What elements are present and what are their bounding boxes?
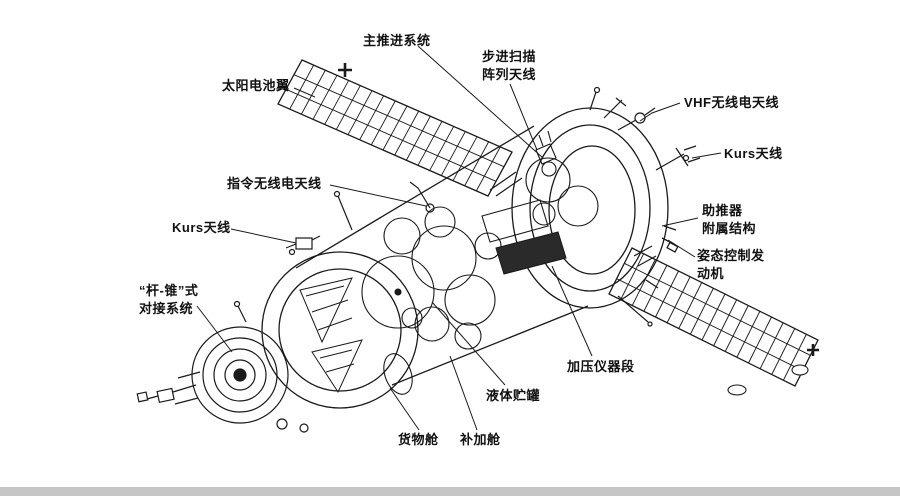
label-attitude-thrusters: 姿态控制发 动机 [697, 248, 765, 281]
aft-interior [525, 130, 599, 227]
panel-cross-markers [338, 63, 819, 356]
label-pressurized-section: 加压仪器段 [567, 359, 635, 374]
label-cargo-module: 货物舱 [398, 432, 439, 447]
label-kurs-antenna-left: Kurs天线 [172, 220, 231, 235]
solar-panel-top-icon [277, 59, 513, 197]
solar-panel-bottom-icon [608, 247, 819, 387]
label-vhf-antenna: VHF无线电天线 [684, 95, 780, 110]
label-kurs-antenna-right: Kurs天线 [724, 146, 783, 161]
docking-assembly [136, 300, 309, 433]
page-bottom-edge [0, 487, 900, 496]
label-main-propulsion: 主推进系统 [363, 33, 431, 48]
antennas [285, 86, 701, 327]
label-refuel-module: 补加舱 [460, 432, 501, 447]
label-liquid-tank: 液体贮罐 [486, 388, 541, 403]
label-step-scan-antenna: 步进扫描 阵列天线 [482, 49, 537, 82]
label-command-antenna: 指令无线电天线 [227, 176, 322, 191]
label-solar-array-wing: 太阳电池翼 [222, 78, 290, 93]
label-docking-system: “杆-锥”式 对接系统 [139, 283, 199, 316]
panel-connectors [489, 171, 657, 267]
leader-lines [196, 45, 722, 431]
panel-feet [727, 364, 809, 396]
instrument-section [481, 199, 567, 275]
label-booster-structure: 助推器 附属结构 [702, 203, 757, 236]
tank-section [361, 206, 502, 395]
cargo-interior-structure [299, 277, 363, 394]
